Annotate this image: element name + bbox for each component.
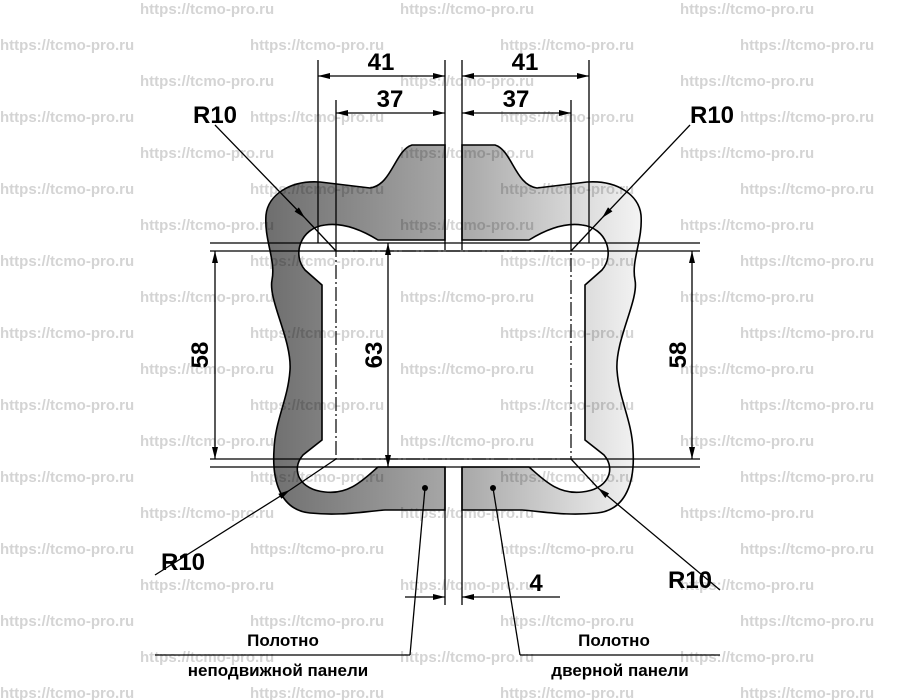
- dim-right-glass-height: 58: [665, 342, 692, 369]
- dim-left-outer-width: 41: [368, 49, 395, 76]
- watermark-text: https://tcmo-pro.ru: [140, 1, 274, 18]
- watermark-text: https://tcmo-pro.ru: [250, 685, 384, 700]
- dim-left-inner-width: 37: [377, 86, 404, 113]
- watermark-text: https://tcmo-pro.ru: [250, 253, 384, 270]
- watermark-text: https://tcmo-pro.ru: [0, 469, 134, 486]
- watermark-text: https://tcmo-pro.ru: [250, 37, 384, 54]
- watermark-text: https://tcmo-pro.ru: [740, 109, 874, 126]
- watermark-text: https://tcmo-pro.ru: [740, 541, 874, 558]
- watermark-text: https://tcmo-pro.ru: [0, 37, 134, 54]
- fixed-panel-label-line1: Полотно: [247, 631, 319, 650]
- watermark-text: https://tcmo-pro.ru: [0, 109, 134, 126]
- watermark-text: https://tcmo-pro.ru: [140, 145, 274, 162]
- watermark-text: https://tcmo-pro.ru: [740, 613, 874, 630]
- watermark-text: https://tcmo-pro.ru: [140, 217, 274, 234]
- watermark-text: https://tcmo-pro.ru: [680, 1, 814, 18]
- watermark-text: https://tcmo-pro.ru: [140, 289, 274, 306]
- glass-lines: [210, 60, 700, 605]
- watermark-text: https://tcmo-pro.ru: [740, 37, 874, 54]
- watermark-text: https://tcmo-pro.ru: [400, 649, 534, 666]
- watermark-text: https://tcmo-pro.ru: [680, 361, 814, 378]
- watermark-text: https://tcmo-pro.ru: [400, 289, 534, 306]
- dim-right-outer-width: 41: [512, 49, 539, 76]
- watermark-text: https://tcmo-pro.ru: [140, 577, 274, 594]
- watermark-text: https://tcmo-pro.ru: [0, 541, 134, 558]
- watermark-text: https://tcmo-pro.ru: [740, 253, 874, 270]
- watermark-text: https://tcmo-pro.ru: [250, 613, 384, 630]
- radius-bottom-right: R10: [668, 567, 712, 594]
- watermark-text: https://tcmo-pro.ru: [680, 649, 814, 666]
- watermark-text: https://tcmo-pro.ru: [250, 541, 384, 558]
- watermark-text: https://tcmo-pro.ru: [140, 505, 274, 522]
- radius-bottom-left: R10: [161, 549, 205, 576]
- watermark-text: https://tcmo-pro.ru: [680, 289, 814, 306]
- watermark-text: https://tcmo-pro.ru: [740, 325, 874, 342]
- watermark-text: https://tcmo-pro.ru: [400, 361, 534, 378]
- watermark-text: https://tcmo-pro.ru: [0, 181, 134, 198]
- watermark-text: https://tcmo-pro.ru: [680, 73, 814, 90]
- watermark-text: https://tcmo-pro.ru: [140, 433, 274, 450]
- dim-gap: 4: [529, 570, 543, 597]
- watermark-text: https://tcmo-pro.ru: [500, 613, 634, 630]
- dim-inner-height: 63: [361, 342, 388, 369]
- watermark-text: https://tcmo-pro.ru: [500, 541, 634, 558]
- watermark-text: https://tcmo-pro.ru: [0, 397, 134, 414]
- watermark-text: https://tcmo-pro.ru: [740, 685, 874, 700]
- watermark-text: https://tcmo-pro.ru: [500, 685, 634, 700]
- watermark-text: https://tcmo-pro.ru: [680, 145, 814, 162]
- watermark-text: https://tcmo-pro.ru: [250, 109, 384, 126]
- watermark-text: https://tcmo-pro.ru: [140, 73, 274, 90]
- dim-left-glass-height: 58: [187, 342, 214, 369]
- watermark-text: https://tcmo-pro.ru: [400, 577, 534, 594]
- fixed-panel-profile: [265, 144, 446, 515]
- watermark-text: https://tcmo-pro.ru: [680, 505, 814, 522]
- watermark-text: https://tcmo-pro.ru: [0, 685, 134, 700]
- dimension-lines: [154, 73, 721, 656]
- watermark-text: https://tcmo-pro.ru: [400, 433, 534, 450]
- fixed-panel-label-line2: неподвижной панели: [188, 661, 368, 680]
- watermark-text: https://tcmo-pro.ru: [0, 325, 134, 342]
- watermark-text: https://tcmo-pro.ru: [740, 469, 874, 486]
- radius-top-left: R10: [193, 102, 237, 129]
- watermark-layer: https://tcmo-pro.ru https://tcmo-pro.ru ht…: [0, 1, 874, 700]
- watermark-text: https://tcmo-pro.ru: [680, 217, 814, 234]
- door-panel-label-line2: дверной панели: [551, 661, 688, 680]
- watermark-text: https://tcmo-pro.ru: [740, 397, 874, 414]
- watermark-text: https://tcmo-pro.ru: [680, 433, 814, 450]
- watermark-text: https://tcmo-pro.ru: [740, 181, 874, 198]
- radius-top-right: R10: [690, 102, 734, 129]
- door-panel-profile: [461, 144, 642, 515]
- watermark-text: https://tcmo-pro.ru: [0, 253, 134, 270]
- dim-right-inner-width: 37: [503, 86, 530, 113]
- watermark-text: https://tcmo-pro.ru: [400, 1, 534, 18]
- watermark-text: https://tcmo-pro.ru: [0, 613, 134, 630]
- door-panel-label-line1: Полотно: [578, 631, 650, 650]
- centerline-rectangle: [335, 250, 572, 460]
